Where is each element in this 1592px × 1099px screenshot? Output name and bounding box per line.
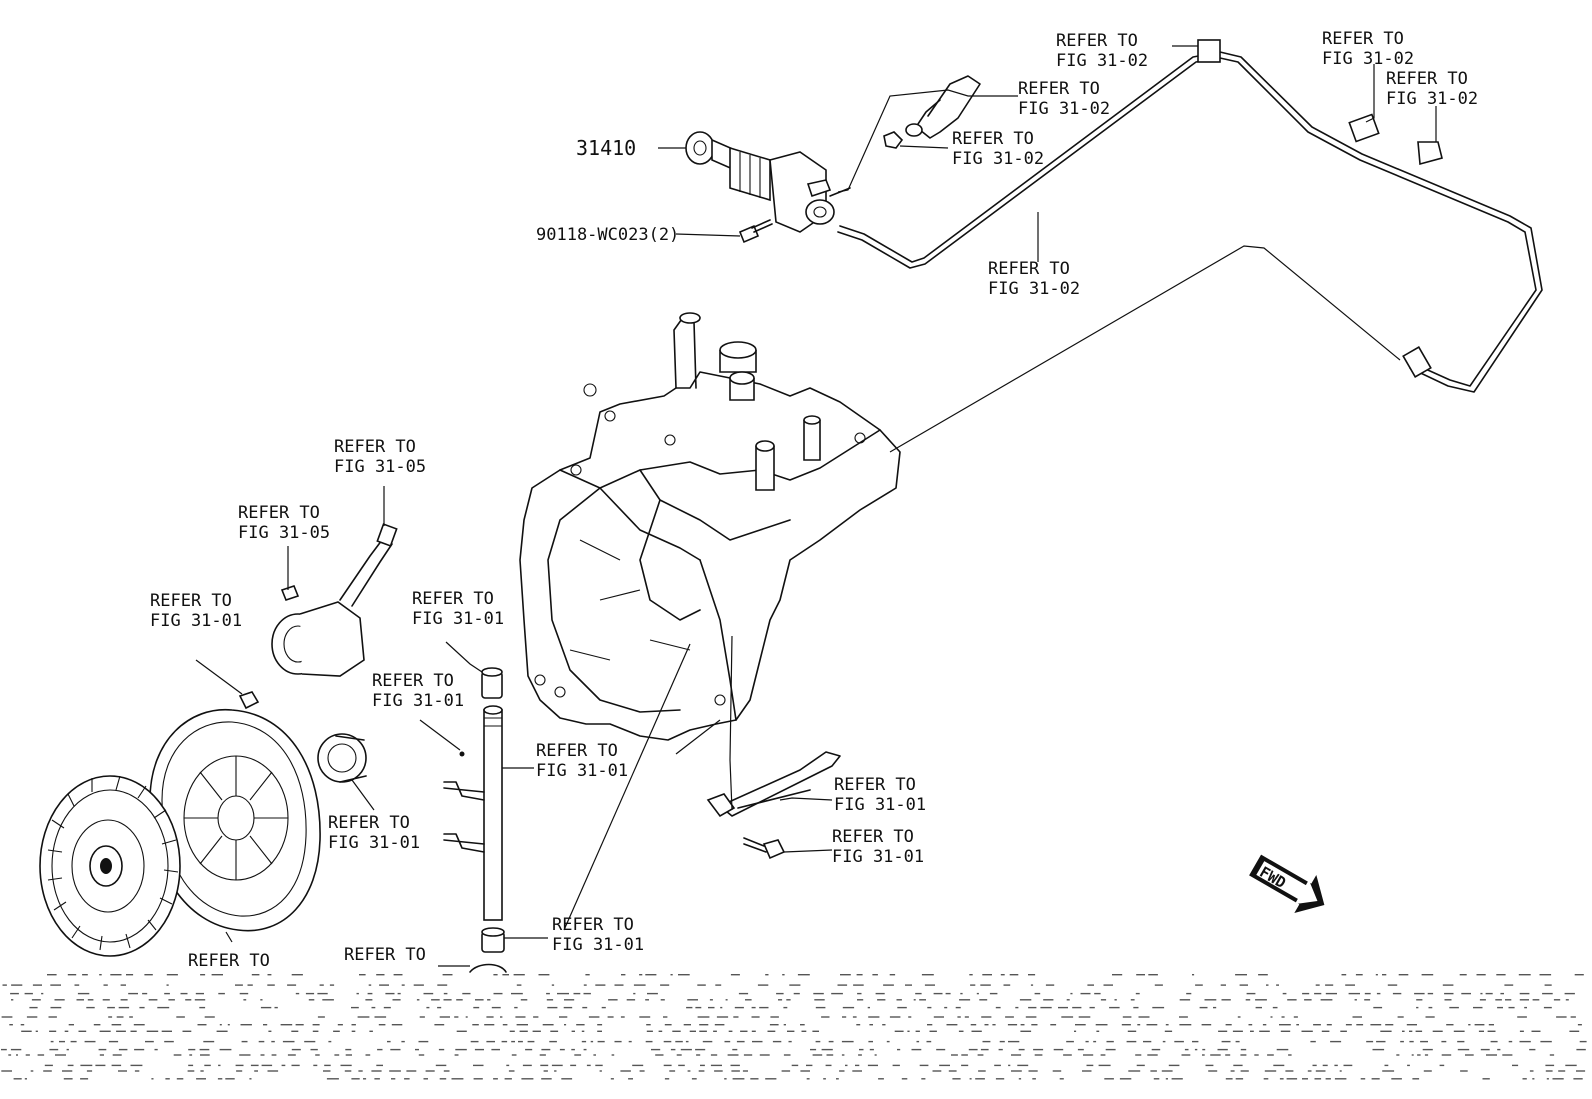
callout-c15-line1: REFER TO: [832, 827, 914, 847]
clutch-pipe: [837, 39, 1543, 393]
release-cylinder: [271, 523, 398, 677]
callout-c2-line1: REFER TO: [1322, 29, 1404, 49]
pipe-fitting: [1402, 346, 1432, 378]
callout-c1-line1: REFER TO: [1056, 31, 1138, 51]
callout-c9-line2: FIG 31-01: [150, 611, 242, 631]
callout-c5-line2: FIG 31-02: [952, 149, 1044, 169]
callout-c15-line2: FIG 31-01: [832, 847, 924, 867]
small-bolt: [238, 691, 260, 710]
transaxle-case: [519, 312, 901, 741]
callout-c18-line1: REFER TO: [344, 945, 426, 965]
callout-c13-line1: REFER TO: [328, 813, 410, 833]
callout-c8-line2: FIG 31-05: [238, 523, 330, 543]
pipe-clip-top: [1197, 39, 1221, 63]
callout-c10-line2: FIG 31-01: [412, 609, 504, 629]
callout-c16-line1: REFER TO: [552, 915, 634, 935]
release-bearing: [317, 733, 367, 783]
callout-c12-line1: REFER TO: [536, 741, 618, 761]
part-number-31410: 31410: [576, 136, 636, 160]
pipe-clip-2: [1417, 141, 1443, 166]
csc-bolt: [280, 585, 300, 601]
callout-c11-line1: REFER TO: [372, 671, 454, 691]
callout-c14-line2: FIG 31-01: [834, 795, 926, 815]
hose-clip: [883, 131, 904, 149]
callout-c1-line2: FIG 31-02: [1056, 51, 1148, 71]
callout-c10-line1: REFER TO: [412, 589, 494, 609]
callout-c12-line2: FIG 31-01: [536, 761, 628, 781]
callout-c13-line2: FIG 31-01: [328, 833, 420, 853]
callout-c7-line1: REFER TO: [334, 437, 416, 457]
scan-noise-band: [1, 974, 1587, 1080]
callout-c6-line2: FIG 31-02: [988, 279, 1080, 299]
part-number-bolt: 90118-WC023(2): [536, 225, 679, 245]
clutch-master-cylinder: [685, 131, 851, 233]
callout-c9-line1: REFER TO: [150, 591, 232, 611]
callout-c14-line1: REFER TO: [834, 775, 916, 795]
callout-c11-line2: FIG 31-01: [372, 691, 464, 711]
callout-c4-line2: FIG 31-02: [1018, 99, 1110, 119]
callout-c4-line1: REFER TO: [1018, 79, 1100, 99]
callout-c8-line1: REFER TO: [238, 503, 320, 523]
reservoir-hose: [883, 75, 981, 149]
callouts: REFER TO FIG 31-02 REFER TO FIG 31-02 RE…: [150, 29, 1478, 971]
leader-lines: [195, 45, 1437, 967]
callout-c17-line1: REFER TO: [188, 951, 270, 971]
callout-c16-line2: FIG 31-01: [552, 935, 644, 955]
callout-c5-line1: REFER TO: [952, 129, 1034, 149]
fork-bolt: [743, 837, 786, 860]
callout-c7-line2: FIG 31-05: [334, 457, 426, 477]
bolt-90118: [738, 219, 773, 244]
callout-c3-line1: REFER TO: [1386, 69, 1468, 89]
fwd-arrow-icon: FWD: [1249, 854, 1325, 914]
callout-c6-line1: REFER TO: [988, 259, 1070, 279]
pipe-clip-1: [1348, 113, 1380, 143]
clutch-cover: [149, 708, 321, 932]
callout-c3-line2: FIG 31-02: [1386, 89, 1478, 109]
clutch-disc: [39, 775, 181, 957]
callout-c2-line2: FIG 31-02: [1322, 49, 1414, 69]
release-fork: [706, 751, 841, 818]
shift-shaft: [443, 667, 507, 973]
